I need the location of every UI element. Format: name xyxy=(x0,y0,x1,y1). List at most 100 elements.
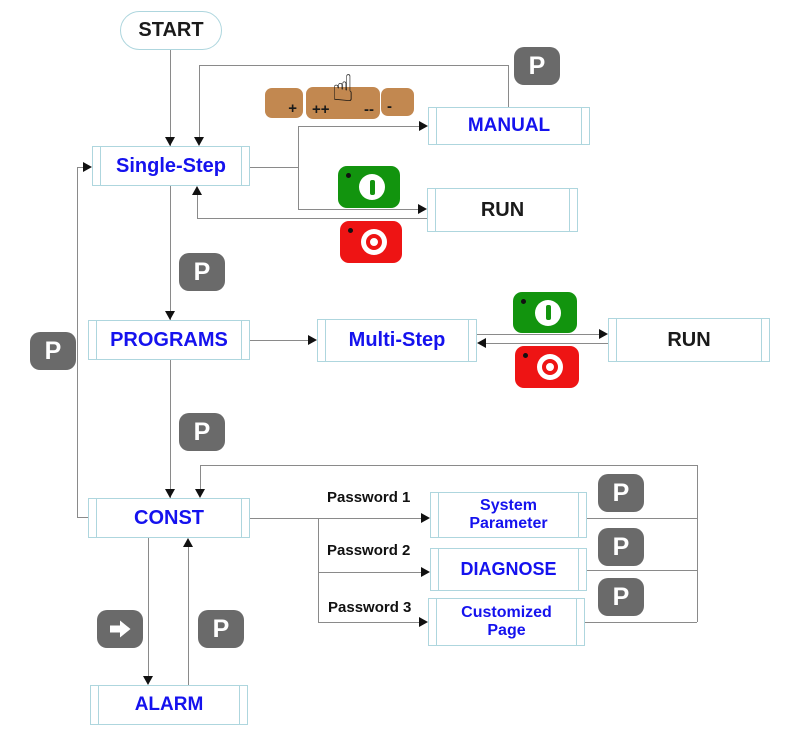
arrowhead-icon xyxy=(419,121,428,131)
arrowhead-icon xyxy=(418,204,427,214)
node-customized-page-label: Customized Page xyxy=(461,604,552,639)
connector-line xyxy=(197,218,427,219)
power-on-icon xyxy=(535,299,562,326)
indicator-dot xyxy=(523,353,528,358)
connector-line xyxy=(250,167,298,168)
p-key-label: P xyxy=(612,532,630,561)
connector-line xyxy=(170,50,171,146)
p-key-label: P xyxy=(528,51,546,80)
indicator-dot xyxy=(348,228,353,233)
connector-line xyxy=(199,65,200,137)
p-key-label: P xyxy=(193,257,211,286)
node-single-step-label: Single-Step xyxy=(115,154,226,177)
connector-line xyxy=(318,572,422,573)
connector-line xyxy=(197,195,198,218)
p-key-label: P xyxy=(212,614,230,643)
arrowhead-icon xyxy=(599,329,608,339)
p-key-programs-const: P xyxy=(179,413,225,451)
power-off-icon xyxy=(361,229,388,255)
arrowhead-icon xyxy=(192,186,202,195)
connector-line xyxy=(188,547,189,685)
node-run-multi-label: RUN xyxy=(667,328,711,351)
p-key-singlestep-programs: P xyxy=(179,253,225,291)
arrowhead-icon xyxy=(419,617,428,627)
node-diagnose-label: DIAGNOSE xyxy=(460,559,557,580)
node-run-single-label: RUN xyxy=(480,198,525,221)
p-key-label: P xyxy=(612,582,630,611)
connector-line xyxy=(77,167,78,517)
connector-line xyxy=(318,518,319,622)
stop-key-single xyxy=(340,221,402,263)
node-system-parameter: System Parameter xyxy=(430,492,587,538)
arrowhead-icon xyxy=(83,162,92,172)
p-key-label: P xyxy=(193,417,211,446)
power-on-icon xyxy=(359,174,386,200)
arrowhead-icon xyxy=(165,137,175,146)
connector-line xyxy=(77,517,89,518)
p-key-customized-page: P xyxy=(598,578,644,616)
password3-label: Password 3 xyxy=(328,599,412,616)
node-alarm-label: ALARM xyxy=(134,694,204,716)
connector-line xyxy=(199,65,509,66)
minus-key: - xyxy=(381,88,414,116)
node-start-label: START xyxy=(138,19,204,42)
connector-line xyxy=(170,186,171,320)
arrowhead-icon xyxy=(143,676,153,685)
connector-line xyxy=(585,622,697,623)
connector-line xyxy=(508,65,509,108)
node-run-multi: RUN xyxy=(608,318,770,362)
plus-key-label: + xyxy=(288,100,297,117)
arrowhead-icon xyxy=(194,137,204,146)
connector-line xyxy=(200,465,697,466)
p-key-label: P xyxy=(44,336,62,365)
connector-line xyxy=(298,126,299,209)
connector-line xyxy=(200,465,201,489)
plus-key: + xyxy=(265,88,303,118)
connector-line xyxy=(298,209,418,210)
hand-icon: ☝ xyxy=(331,67,355,110)
start-key-single xyxy=(338,166,400,208)
connector-line xyxy=(250,340,308,341)
minus-key-label: - xyxy=(387,98,392,115)
right-arrow-icon xyxy=(110,620,131,638)
p-key-system-parameter: P xyxy=(598,474,644,512)
double-minus-label: -- xyxy=(364,101,374,118)
node-single-step: Single-Step xyxy=(92,146,250,186)
node-diagnose: DIAGNOSE xyxy=(430,548,587,591)
p-key-alarm: P xyxy=(198,610,244,648)
connector-line xyxy=(587,570,697,571)
password1-label: Password 1 xyxy=(327,489,411,506)
connector-line xyxy=(148,538,149,676)
connector-line xyxy=(697,465,698,622)
node-multi-step: Multi-Step xyxy=(317,319,477,362)
arrowhead-icon xyxy=(477,338,486,348)
password2-label: Password 2 xyxy=(327,542,411,559)
p-key-diagnose: P xyxy=(598,528,644,566)
connector-line xyxy=(250,518,318,519)
arrowhead-icon xyxy=(421,513,430,523)
node-alarm: ALARM xyxy=(90,685,248,725)
next-arrow-key xyxy=(97,610,143,648)
start-key-multi xyxy=(513,292,577,333)
connector-line xyxy=(477,334,599,335)
power-off-icon xyxy=(537,354,564,380)
p-key-manual: P xyxy=(514,47,560,85)
connector-line xyxy=(318,622,420,623)
node-manual: MANUAL xyxy=(428,107,590,145)
connector-line xyxy=(170,360,171,498)
connector-line xyxy=(587,518,697,519)
connector-line xyxy=(77,167,85,168)
node-const: CONST xyxy=(88,498,250,538)
node-start: START xyxy=(120,11,222,50)
node-customized-page: Customized Page xyxy=(428,598,585,646)
arrowhead-icon xyxy=(308,335,317,345)
node-const-label: CONST xyxy=(134,506,204,529)
p-key-label: P xyxy=(612,478,630,507)
indicator-dot xyxy=(521,299,526,304)
arrowhead-icon xyxy=(165,311,175,320)
double-plus-label: ++ xyxy=(312,101,330,118)
node-programs-label: PROGRAMS xyxy=(110,328,228,351)
arrowhead-icon xyxy=(195,489,205,498)
node-manual-label: MANUAL xyxy=(467,115,551,137)
